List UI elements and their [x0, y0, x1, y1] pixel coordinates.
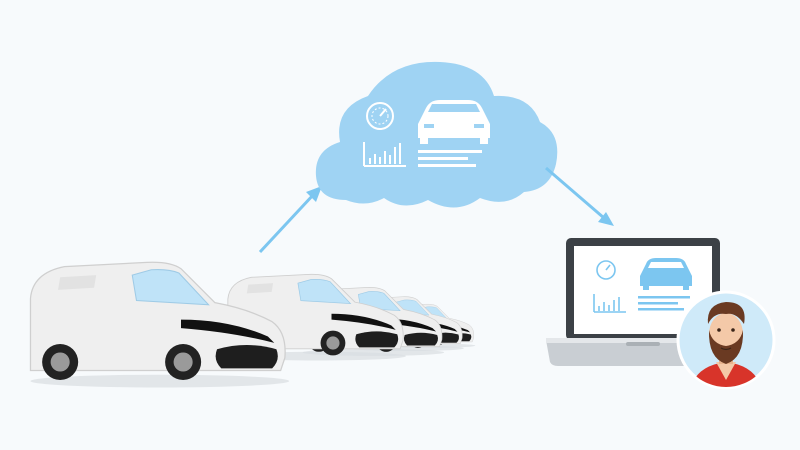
bar-chart-icon — [363, 142, 406, 167]
text-lines-icon — [638, 296, 690, 311]
bar-chart-icon — [593, 294, 626, 313]
car-icon — [418, 100, 490, 144]
laptop-icon — [546, 238, 740, 366]
arrow-up-right-icon — [258, 186, 322, 254]
car-icon — [640, 258, 692, 290]
speedometer-icon — [596, 260, 616, 280]
arrow-down-right-icon — [545, 166, 614, 226]
bearded-man-avatar-icon — [676, 290, 776, 390]
text-lines-icon — [418, 150, 482, 167]
speedometer-icon — [366, 102, 394, 130]
cloud-icon — [315, 61, 558, 208]
fleet-of-vans — [29, 261, 476, 389]
